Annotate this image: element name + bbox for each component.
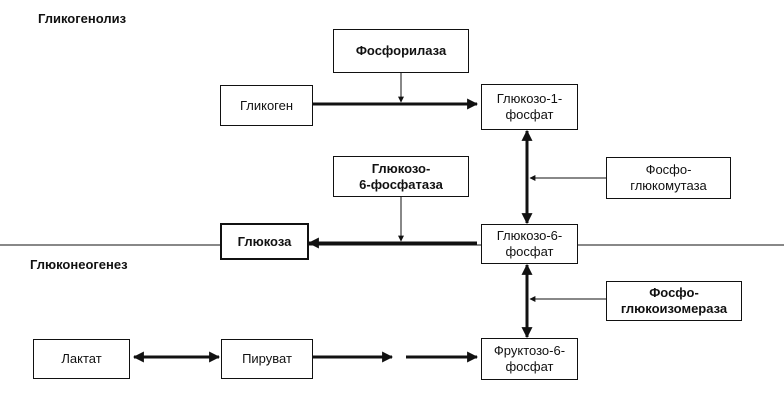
node-glucose-1-phosphate-label: Глюкозо-1- фосфат bbox=[496, 91, 563, 122]
node-phosphoglucoisomerase-label: Фосфо- глюкоизомераза bbox=[620, 285, 728, 316]
node-glucose-6-phosphate-label: Глюкозо-6- фосфат bbox=[496, 228, 563, 259]
node-pyruvate-label: Пируват bbox=[242, 351, 292, 366]
node-phosphorylase-label: Фосфорилаза bbox=[355, 43, 447, 58]
section-label-glycogenolysis: Гликогенолиз bbox=[38, 11, 127, 26]
node-glucose-6-phosphate: Глюкозо-6- фосфат bbox=[481, 224, 578, 264]
node-glucose: Глюкоза bbox=[220, 223, 309, 260]
node-fructose-6-phosphate-label: Фруктозо-6- фосфат bbox=[493, 343, 566, 374]
section-label-gluconeogenesis: Глюконеогенез bbox=[30, 257, 128, 272]
node-glycogen: Гликоген bbox=[220, 85, 313, 126]
node-glucose-1-phosphate: Глюкозо-1- фосфат bbox=[481, 84, 578, 130]
node-fructose-6-phosphate: Фруктозо-6- фосфат bbox=[481, 338, 578, 380]
node-glycogen-label: Гликоген bbox=[239, 97, 294, 113]
node-lactate-label: Лактат bbox=[61, 351, 102, 366]
node-phosphoglucomutase-label: Фосфо- глюкомутаза bbox=[630, 162, 707, 193]
node-phosphoglucoisomerase: Фосфо- глюкоизомераза bbox=[606, 281, 742, 321]
node-pyruvate: Пируват bbox=[221, 339, 313, 379]
node-phosphorylase: Фосфорилаза bbox=[333, 29, 469, 73]
node-glucose-6-phosphatase-label: Глюкозо- 6-фосфатаза bbox=[359, 160, 443, 192]
node-glucose-label: Глюкоза bbox=[237, 233, 292, 249]
node-lactate: Лактат bbox=[33, 339, 130, 379]
node-phosphoglucomutase: Фосфо- глюкомутаза bbox=[606, 157, 731, 199]
node-glucose-6-phosphatase: Глюкозо- 6-фосфатаза bbox=[333, 156, 469, 197]
